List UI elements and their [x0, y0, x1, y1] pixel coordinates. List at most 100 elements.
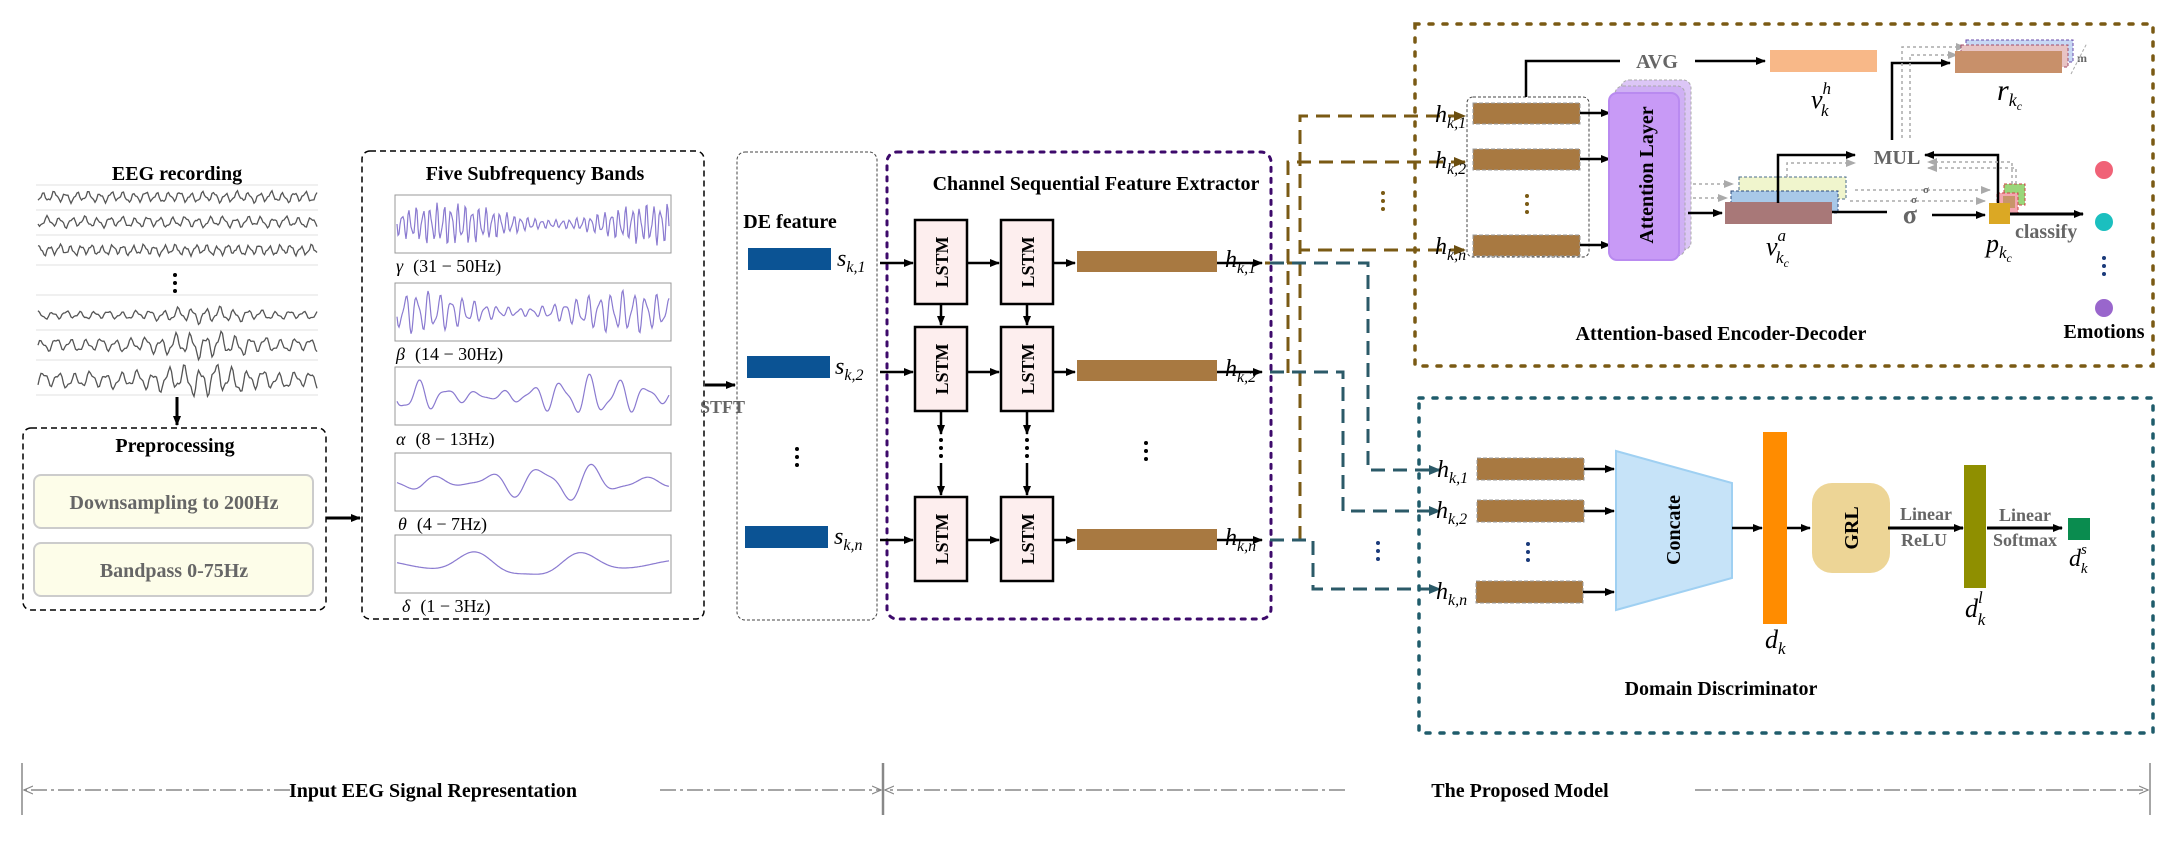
- small-sigma-2: σ: [1911, 194, 1917, 206]
- band-labels: γ(31 − 50Hz) β(14 − 30Hz) α(8 − 13Hz) θ(…: [395, 256, 503, 617]
- eeg-traces: [37, 189, 318, 399]
- band-label-theta: θ(4 − 7Hz): [398, 514, 487, 535]
- softmax-label: Softmax: [1993, 530, 2057, 550]
- band-waveform-2: [396, 288, 670, 334]
- avg-label: AVG: [1636, 51, 1678, 73]
- relu-label: ReLU: [1901, 530, 1947, 550]
- emotions-ellipsis-icon: [2102, 256, 2106, 276]
- disc-input-bar-1: [1476, 457, 1585, 481]
- lstm-label: LSTM: [1018, 343, 1038, 394]
- disc-input-bar-n: [1475, 580, 1584, 604]
- disc-label-h-k1: hk,1: [1437, 457, 1468, 487]
- mul-label: MUL: [1874, 147, 1921, 169]
- disc-label-h-kn: hk,n: [1436, 579, 1467, 609]
- band-label-beta: β(14 − 30Hz): [395, 344, 503, 365]
- emotion-dot-1: [2095, 161, 2113, 179]
- encoder-decoder-panel: Attention-based Encoder-Decoder hk,1 hk,…: [1381, 22, 2155, 368]
- grl-block: [1812, 483, 1890, 573]
- disc-input-bar-2: [1476, 499, 1585, 523]
- de-feature-bar-n: [745, 526, 828, 548]
- bandpass-step: [33, 542, 314, 597]
- lstm-cell-3-1: [913, 495, 969, 583]
- de-label-s-kn: sk,n: [834, 524, 862, 554]
- de-feature-bar-2: [747, 356, 830, 378]
- band-plot-frame-3: [394, 366, 672, 426]
- band-waveform-4: [396, 463, 670, 501]
- linear-label-1: Linear: [1900, 504, 1952, 524]
- attention-layer-label: Attention Layer: [1636, 106, 1658, 243]
- de-feature-title: DE feature: [743, 211, 837, 233]
- route-h2-to-encoder: [1286, 157, 1466, 373]
- eeg-grid: [36, 184, 318, 396]
- route-hn-to-discriminator: [1270, 538, 1441, 594]
- emotion-dot-3: [2095, 299, 2113, 317]
- attention-layer: Attention Layer: [1608, 79, 1692, 261]
- m-label: m: [2077, 51, 2087, 65]
- eeg-ellipsis-icon: [173, 273, 177, 293]
- hidden-feature-bar-2: [1077, 360, 1217, 381]
- band-label-alpha: α(8 − 13Hz): [396, 429, 495, 450]
- lstm-label: LSTM: [1018, 513, 1038, 564]
- stft-label: STFT: [700, 397, 745, 417]
- de-label-s-k1: sk,1: [837, 246, 865, 276]
- classify-label: classify: [2015, 221, 2077, 243]
- subbands-title: Five Subfrequency Bands: [426, 163, 645, 185]
- disc-ellipsis-icon: [1376, 541, 1530, 562]
- encoder-input-group: [1466, 96, 1590, 258]
- dk-vector-bar: [1763, 432, 1787, 624]
- encoder-label-h-kn: hk,n: [1435, 234, 1466, 264]
- linear-label-2: Linear: [1999, 505, 2051, 525]
- encoder-label-h-k1: hk,1: [1435, 102, 1466, 132]
- concat-block: [1615, 449, 1733, 612]
- hidden-feature-bar-n: [1077, 529, 1217, 550]
- preprocessing-panel: Preprocessing Downsampling to 200Hz Band…: [22, 427, 361, 611]
- eeg-recording-title: EEG recording: [112, 163, 242, 185]
- va-vector-bar: [1725, 202, 1832, 224]
- band-waveform-3: [396, 373, 670, 413]
- de-feature-bar-1: [748, 248, 831, 270]
- band-waveform-1: [396, 202, 670, 246]
- encoder-ellipsis-icon: [1381, 191, 1529, 214]
- band-plot-frame-4: [394, 452, 672, 512]
- lstm-label: LSTM: [1018, 236, 1038, 287]
- routing-lines: [1265, 111, 1466, 594]
- route-h2-to-discriminator: [1270, 370, 1441, 516]
- r-vector-bar: [1955, 51, 2062, 73]
- footer-input-label: Input EEG Signal Representation: [289, 780, 577, 802]
- encoder-input-bar-n: [1472, 234, 1581, 257]
- emotions-label: Emotions: [2063, 321, 2144, 343]
- disc-label-h-k2: hk,2: [1436, 498, 1467, 528]
- band-plots: [394, 194, 672, 594]
- band-plot-frame-5: [394, 534, 672, 594]
- r-label: rkc: [1997, 74, 2023, 113]
- eeg-trace-5: [37, 329, 318, 362]
- route-h1-to-discriminator: [1270, 261, 1441, 475]
- extractor-label-h-k1: hk,1: [1225, 247, 1256, 277]
- grl-label: GRL: [1841, 506, 1863, 549]
- downsampling-label: Downsampling to 200Hz: [70, 492, 279, 514]
- vh-vector-bar: [1770, 50, 1877, 72]
- de-ellipsis-icon: [795, 447, 799, 467]
- extractor-ellipsis-icon: [1144, 441, 1148, 461]
- discriminator-title: Domain Discriminator: [1625, 678, 1818, 700]
- band-waveform-5: [396, 551, 670, 575]
- emotion-dot-2: [2095, 213, 2113, 231]
- eeg-trace-2: [37, 214, 318, 230]
- bandpass-label: Bandpass 0-75Hz: [100, 560, 248, 582]
- route-hn-to-encoder: [1298, 245, 1466, 540]
- dk-label: dk: [1765, 625, 1786, 658]
- ds-output-box: [2068, 518, 2090, 540]
- p-probability-box: [1989, 203, 2010, 224]
- encoder-input-bar-2: [1472, 148, 1581, 171]
- eeg-recording-panel: EEG recording: [36, 163, 318, 426]
- eeg-trace-4: [37, 305, 318, 326]
- lstm-label: LSTM: [932, 343, 952, 394]
- extractor-label-h-k2: hk,2: [1225, 356, 1256, 386]
- de-feature-panel: DE feature sk,1 sk,2 sk,n: [736, 151, 878, 621]
- dl-vector-bar: [1964, 465, 1986, 588]
